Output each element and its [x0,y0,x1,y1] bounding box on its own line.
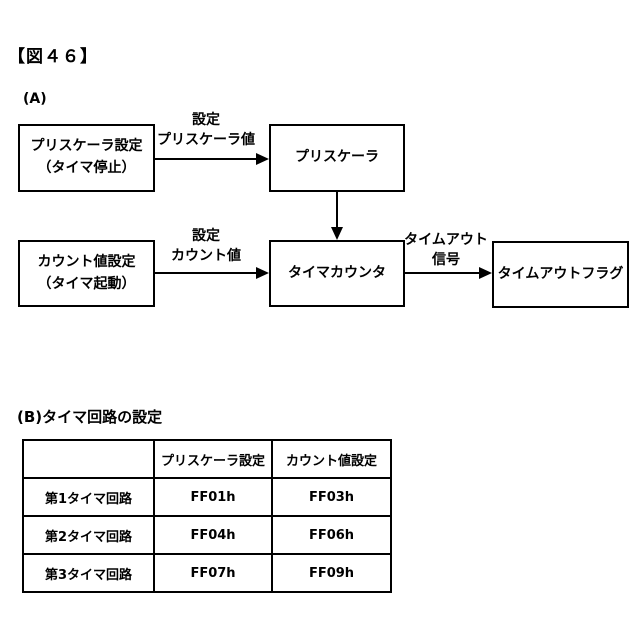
box-count-setting: カウント値設定 （タイマ起動） [18,240,155,307]
box-prescaler-setting-line1: プリスケーラ設定 [30,138,143,155]
arrow-label-prescaler-value: 設定 プリスケーラ値 [151,110,261,150]
arrow-right-icon [479,267,492,279]
arrow-prescaler-to-counter-line [336,192,338,228]
box-prescaler-setting: プリスケーラ設定 （タイマ停止） [18,124,155,192]
box-count-setting-line2: （タイマ起動） [37,275,136,292]
row-prescaler-cell: FF07h [153,553,273,593]
box-prescaler-setting-line2: （タイマ停止） [37,160,136,176]
box-count-setting-line1: カウント値設定 [37,253,136,270]
row-name-cell: 第2タイマ回路 [22,515,155,555]
arrow-label-count-value-line1: 設定 [192,228,220,244]
row-count-cell: FF06h [271,515,392,555]
arrow-down-icon [331,227,343,240]
row-name-cell: 第1タイマ回路 [22,477,155,517]
arrow-label-timeout-signal-line2: 信号 [432,252,460,268]
table-row: 第3タイマ回路 FF07h FF09h [22,553,392,593]
arrow-label-timeout-signal-line1: タイムアウト [404,232,488,248]
figure-title: 【図４６】 [8,47,98,67]
row-count-cell: FF03h [271,477,392,517]
arrow-label-prescaler-value-line2: プリスケーラ値 [157,132,255,148]
table-row: 第2タイマ回路 FF04h FF06h [22,515,392,555]
box-timeout-flag: タイムアウトフラグ [492,241,629,308]
box-prescaler-label: プリスケーラ [295,149,379,166]
header-cell-count: カウント値設定 [271,439,392,479]
row-count-cell: FF09h [271,553,392,593]
section-b-label: (B)タイマ回路の設定 [17,408,163,426]
header-cell-empty [22,439,155,479]
arrow-count-value-line [155,272,257,274]
row-name-cell: 第3タイマ回路 [22,553,155,593]
section-a-label: (A) [23,91,47,107]
box-prescaler: プリスケーラ [269,124,405,192]
row-prescaler-cell: FF04h [153,515,273,555]
header-cell-prescaler: プリスケーラ設定 [153,439,273,479]
arrow-label-prescaler-value-line1: 設定 [192,112,220,128]
arrow-right-icon [256,267,269,279]
arrow-right-icon [256,153,269,165]
box-timer-counter-label: タイマカウンタ [288,264,386,281]
box-timeout-flag-label: タイムアウトフラグ [497,265,624,282]
table-header-row: プリスケーラ設定 カウント値設定 [22,439,392,479]
timer-settings-table: プリスケーラ設定 カウント値設定 第1タイマ回路 FF01h FF03h 第2タ… [22,439,392,593]
arrow-timeout-signal-line [405,272,480,274]
table-row: 第1タイマ回路 FF01h FF03h [22,477,392,517]
arrow-label-timeout-signal: タイムアウト 信号 [400,230,492,270]
row-prescaler-cell: FF01h [153,477,273,517]
arrow-prescaler-value-line [155,158,257,160]
arrow-label-count-value: 設定 カウント値 [151,226,261,266]
box-timer-counter: タイマカウンタ [269,240,405,307]
arrow-label-count-value-line2: カウント値 [171,248,241,264]
